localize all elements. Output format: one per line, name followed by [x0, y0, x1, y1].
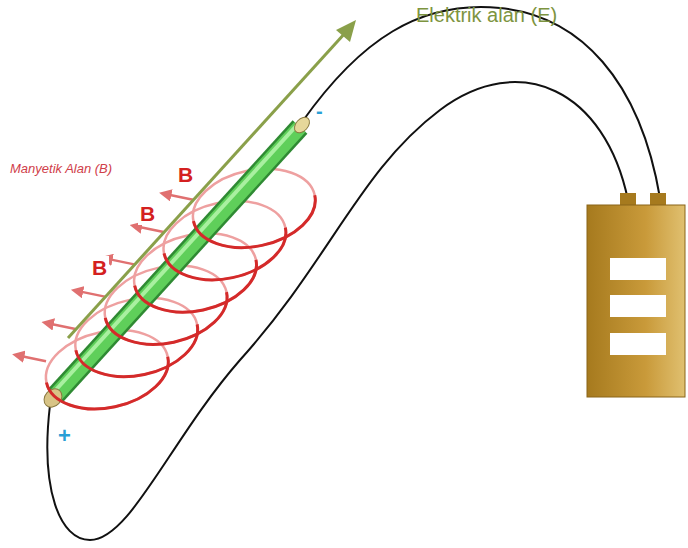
- battery: [587, 193, 685, 397]
- field-loop-front: [164, 228, 293, 291]
- electric-field-arrow: [68, 20, 356, 338]
- field-loop-front: [105, 292, 234, 355]
- field-symbol: B: [138, 202, 157, 225]
- polarity-sign: +: [58, 424, 71, 448]
- field-loop-front: [76, 324, 205, 387]
- field-symbol: B: [90, 256, 109, 279]
- field-symbol: B: [176, 163, 195, 186]
- field-loop-front: [193, 195, 322, 258]
- polarity-sign: -: [316, 100, 323, 122]
- field-label: Elektrik alan (E): [416, 4, 557, 26]
- field-label: Manyetik Alan (B): [10, 162, 112, 176]
- conductor-rod: [40, 114, 312, 410]
- field-loop-front: [135, 260, 264, 323]
- field-loop-front: [46, 357, 175, 420]
- wire: [302, 7, 660, 198]
- wire: [47, 82, 628, 540]
